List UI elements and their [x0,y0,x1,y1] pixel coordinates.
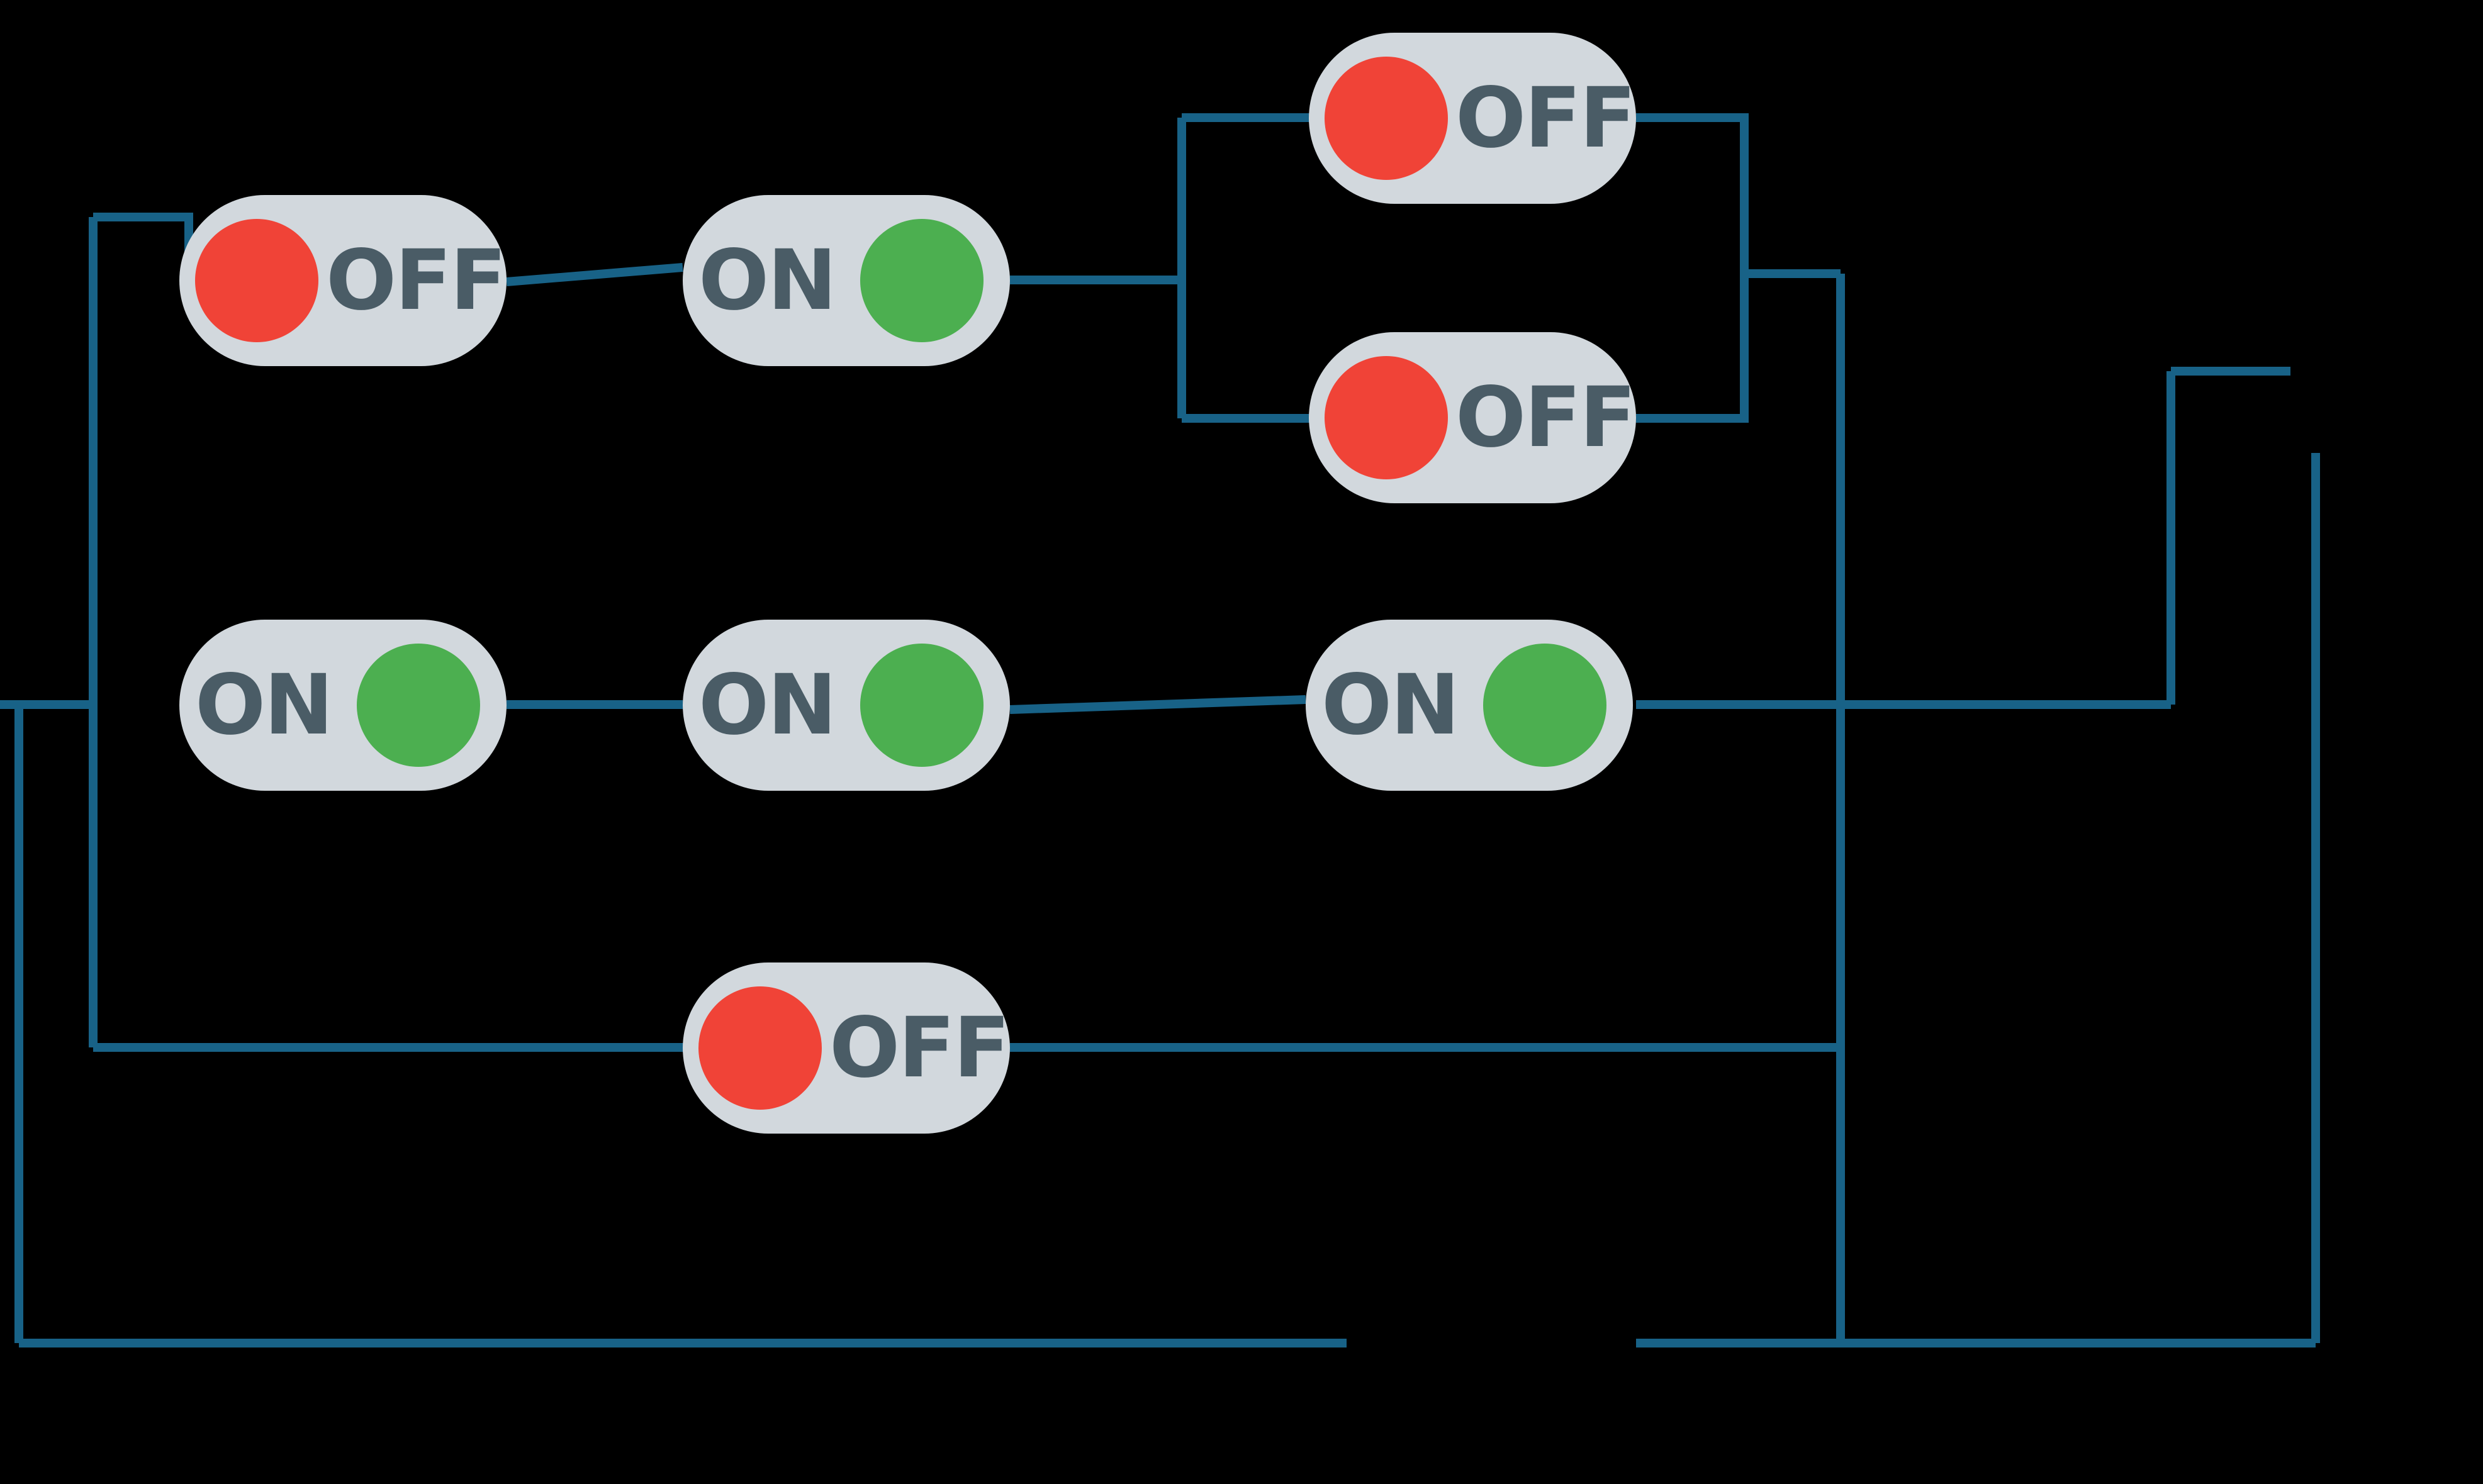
wire-group [0,113,2320,1347]
toggle-label: OFF [326,232,507,329]
wire-segment [1009,695,1306,714]
toggle-switch-on[interactable]: ON [683,620,1010,791]
toggle-label: OFF [829,1000,1010,1096]
toggle-label: ON [1321,657,1460,754]
wire-segment [1636,113,1749,423]
knob-green-icon [357,644,481,767]
toggle-switch-on[interactable]: ON [683,195,1010,366]
toggle-switch-off[interactable]: OFF [1309,33,1636,204]
knob-red-icon [698,986,822,1110]
toggle-label: OFF [1455,70,1636,167]
knob-green-icon [860,644,984,767]
knob-red-icon [195,219,318,342]
knob-green-icon [1483,644,1607,767]
toggle-switch-on[interactable]: ON [179,620,507,791]
toggle-switch-on[interactable]: ON [1306,620,1633,791]
knob-red-icon [1325,356,1448,479]
wire-segment [506,263,683,286]
toggle-label: ON [698,657,837,754]
knob-red-icon [1325,57,1448,180]
toggle-switch-off[interactable]: OFF [683,962,1010,1134]
toggle-switch-off[interactable]: OFF [179,195,507,366]
knob-green-icon [860,219,984,342]
toggle-switch-off[interactable]: OFF [1309,332,1636,503]
toggle-label: ON [698,232,837,329]
toggle-label: ON [195,657,333,754]
toggle-label: OFF [1455,369,1636,466]
